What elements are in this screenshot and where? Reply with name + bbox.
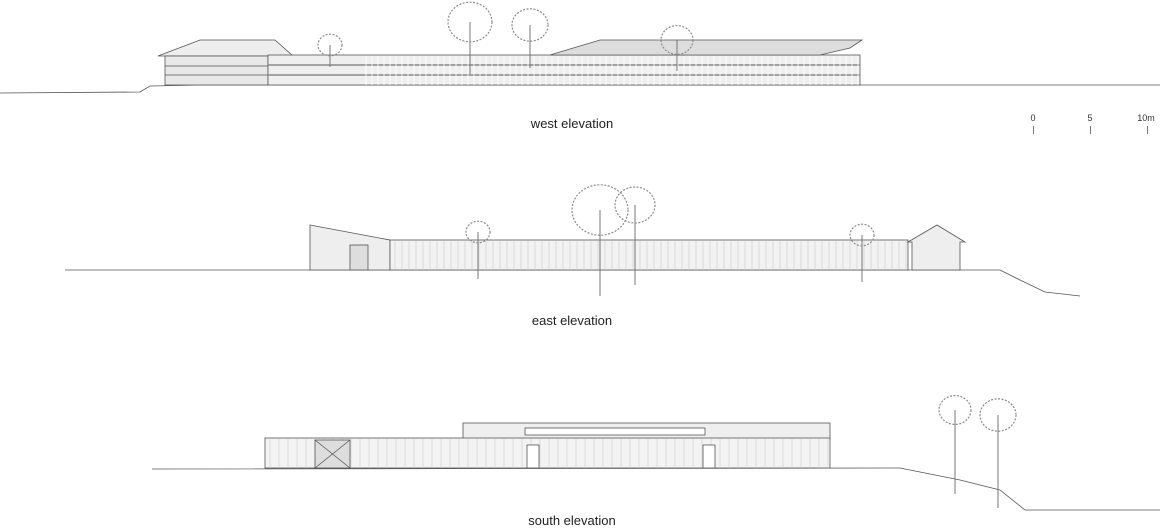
tree-icon — [938, 395, 972, 494]
south-elevation — [151, 422, 1160, 511]
scale-tick-label: 0 — [1030, 113, 1036, 123]
tree-icon — [571, 184, 629, 296]
west-barn-body — [164, 55, 269, 86]
east-elevation — [65, 224, 1081, 297]
tree-icon — [614, 186, 656, 285]
scale-tick — [1147, 126, 1148, 134]
east-elevation-label: east elevation — [531, 313, 613, 328]
scale-tick — [1033, 126, 1034, 134]
tree-canopy — [660, 25, 694, 55]
tree-icon — [849, 223, 875, 282]
south-main-facade — [264, 437, 831, 469]
west-elevation-label: west elevation — [530, 116, 614, 131]
tree-icon — [660, 25, 694, 71]
tree-canopy — [511, 8, 549, 42]
west-gable-roof — [157, 39, 295, 57]
east-gable-house — [906, 224, 967, 271]
east-shed-door — [349, 244, 369, 271]
tree-icon — [511, 8, 549, 68]
east-facade-fins — [394, 241, 907, 270]
south-clerestory-window — [524, 427, 706, 436]
tree-canopy — [614, 186, 656, 224]
south-elevation-label: south elevation — [528, 513, 616, 528]
scale-tick — [1090, 126, 1091, 134]
tree-icon — [465, 220, 491, 279]
tree-canopy — [571, 184, 629, 236]
tree-icon — [317, 33, 343, 67]
south-door-1 — [526, 444, 540, 469]
east-fence — [389, 239, 909, 271]
east-ground-line — [65, 269, 1081, 297]
west-low-roof — [549, 39, 864, 56]
south-ground-line — [151, 467, 1160, 511]
trees — [317, 1, 1017, 508]
tree-canopy — [849, 223, 875, 247]
tree-canopy — [317, 33, 343, 57]
west-facade-fins — [365, 56, 859, 85]
west-ground-line — [0, 84, 1160, 94]
south-gate-brace — [314, 439, 351, 469]
scale-tick-label: 10m — [1137, 113, 1155, 123]
tree-canopy — [938, 395, 972, 426]
tree-canopy — [465, 220, 491, 244]
tree-canopy — [979, 398, 1017, 432]
west-elevation — [0, 39, 1160, 94]
south-door-2 — [702, 444, 716, 469]
tree-canopy — [447, 1, 493, 43]
tree-icon — [979, 398, 1017, 508]
scale-tick-label: 5 — [1087, 113, 1093, 123]
tree-icon — [447, 1, 493, 74]
